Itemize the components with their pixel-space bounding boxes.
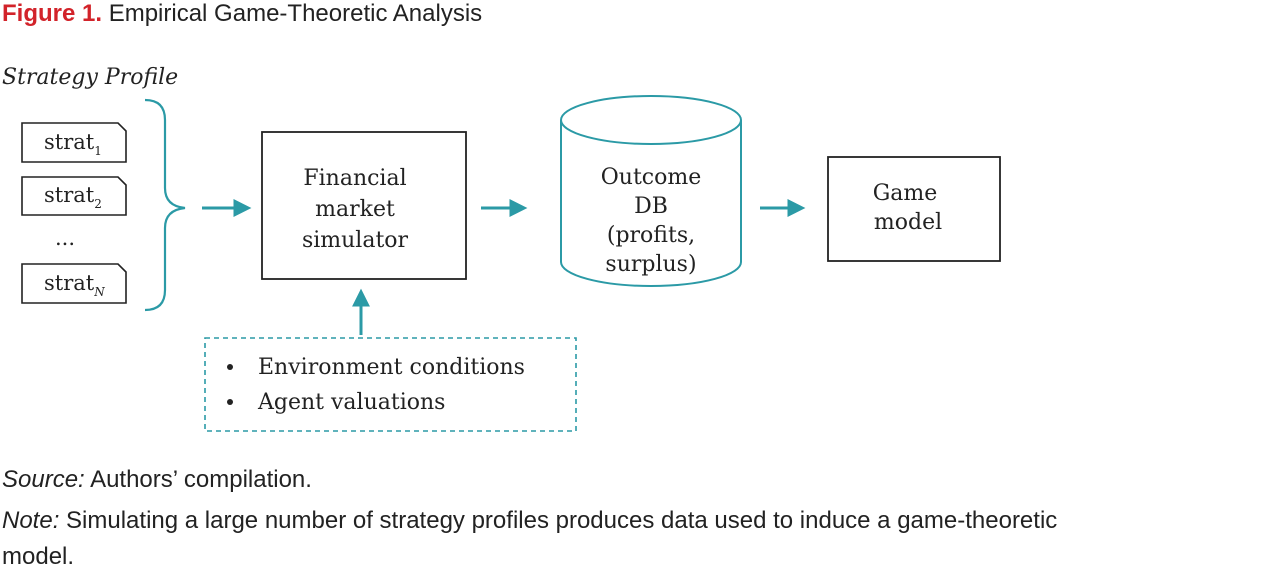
figure-title-text: Empirical Game-Theoretic Analysis <box>108 0 483 27</box>
svg-text:stratN: stratN <box>44 271 105 299</box>
note-label: Note: <box>2 507 60 534</box>
note-caption: Note: Simulating a large number of strat… <box>2 503 1278 575</box>
source-caption: Source: Authors’ compilation. <box>2 462 312 498</box>
db-line-2: DB <box>634 194 668 219</box>
simulator-line-1: Financial <box>303 166 406 191</box>
strategy-profile-heading: Strategy Profile <box>2 65 178 90</box>
game-model-box: Game model <box>827 156 1001 262</box>
strategy-2-sub: 2 <box>94 197 102 211</box>
strategy-1-sub: 1 <box>94 144 102 158</box>
note-text-continued: model. <box>2 543 75 570</box>
db-line-4: surplus) <box>605 252 696 277</box>
strategy-card-2: strat2 <box>21 176 127 216</box>
figure-label: Figure 1. <box>2 0 103 27</box>
strategy-ellipsis: ... <box>55 226 75 250</box>
source-text: Authors’ compilation. <box>90 466 312 493</box>
inputs-box: Environment conditions Agent valuations <box>204 337 577 432</box>
game-model-line-2: model <box>874 210 942 235</box>
strategy-n-base: strat <box>44 271 95 295</box>
outcome-db-cylinder: Outcome DB (profits, surplus) <box>560 95 742 287</box>
simulator-box: Financial market simulator <box>261 131 467 280</box>
source-label: Source: <box>2 466 85 493</box>
strategy-card-1: strat1 <box>21 122 127 163</box>
strategy-brace <box>144 98 186 312</box>
strategy-n-sub: N <box>93 285 105 299</box>
figure-title: Figure 1. Empirical Game-Theoretic Analy… <box>2 0 482 28</box>
input-environment-conditions: Environment conditions <box>258 355 525 380</box>
simulator-line-3: simulator <box>302 228 409 253</box>
simulator-line-2: market <box>315 197 395 222</box>
strategy-1-base: strat <box>44 130 95 154</box>
strategy-2-base: strat <box>44 183 95 207</box>
input-agent-valuations: Agent valuations <box>257 390 445 415</box>
db-line-1: Outcome <box>601 165 702 190</box>
svg-text:strat1: strat1 <box>44 130 102 158</box>
db-line-3: (profits, <box>607 223 695 248</box>
strategy-card-n: stratN <box>21 263 127 304</box>
svg-text:strat2: strat2 <box>44 183 102 211</box>
note-text: Simulating a large number of strategy pr… <box>66 507 1058 534</box>
game-model-line-1: Game <box>873 181 938 206</box>
